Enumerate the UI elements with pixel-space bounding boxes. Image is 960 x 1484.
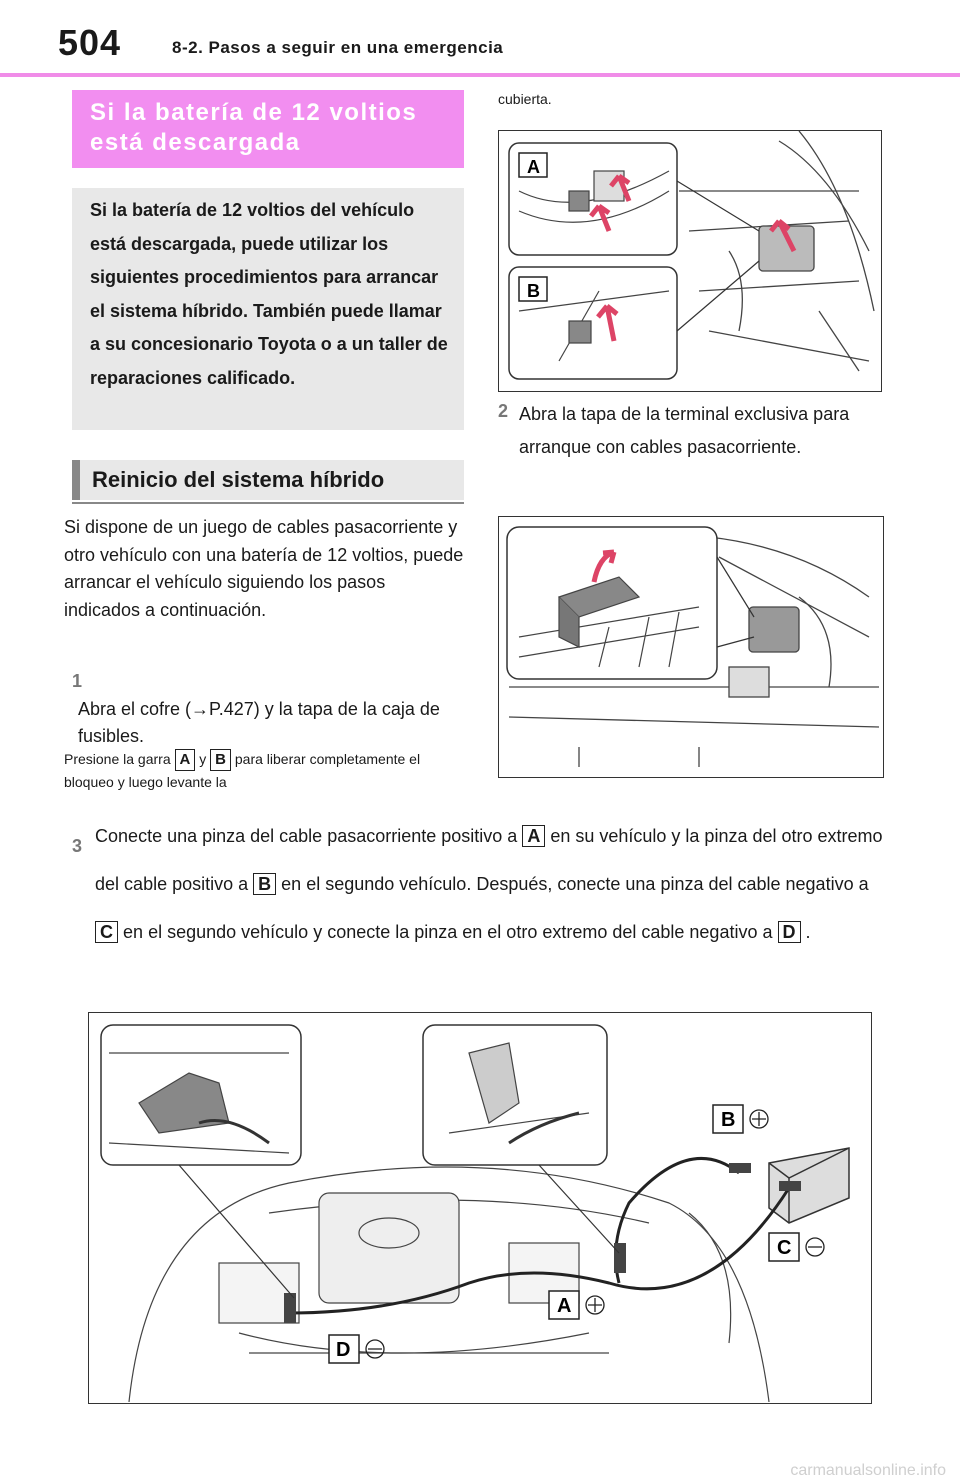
step-1-number: 1	[72, 671, 83, 691]
callout-c-letter: C	[777, 1237, 791, 1259]
fusebox-illustration: A B	[508, 130, 875, 380]
callout-b-letter: B	[721, 1109, 735, 1131]
note-1-mid: y	[199, 751, 207, 767]
step-3-part2: en su vehículo y la pinza del otro extre…	[95, 826, 883, 894]
figure-jump-connection: B C A D	[88, 1012, 872, 1404]
callout-b-box	[518, 276, 548, 302]
step-3-part1: Conecte una pinza del cable pasacorrient…	[95, 826, 518, 846]
step-1: 1 Abra el cofre (→P.427) y la tapa de la…	[72, 668, 464, 751]
subsection-title: Reinicio del sistema híbrido	[92, 467, 385, 492]
label-b: B	[253, 873, 277, 895]
second-vehicle-battery	[768, 1147, 850, 1224]
step-3-part3: en el segundo vehículo. Después, conecte…	[281, 874, 869, 894]
step-1-text: Abra el cofre (→P.427) y la tapa de la c…	[78, 698, 440, 747]
page-number: 504	[58, 22, 122, 63]
plus-icon	[749, 1109, 769, 1129]
label-a: A	[174, 749, 196, 771]
callout-c-box	[768, 1232, 800, 1262]
header-rule	[0, 73, 960, 77]
label-a: A	[522, 825, 546, 847]
chapter-heading: Si la batería de 12 voltios está descarg…	[90, 99, 418, 156]
callout-a-letter: A	[527, 157, 540, 177]
step-3: 3 Conecte una pinza del cable pasacorrie…	[72, 822, 902, 956]
callout-b-letter: B	[527, 281, 540, 301]
note-1-continuation: cubierta.	[498, 91, 552, 107]
plus-icon	[585, 1295, 605, 1315]
callout-d-box	[328, 1334, 360, 1364]
jump-connection-illustration: B C A D	[100, 1024, 850, 1403]
step-2-text: Abra la tapa de la terminal exclusiva pa…	[519, 404, 850, 457]
watermark: carmanualsonline.info	[790, 1462, 946, 1479]
note-1: Presione la garra A y B para liberar com…	[64, 748, 464, 793]
subsection-rule	[72, 502, 464, 504]
note-1-part2: para liberar completamente el bloqueo y …	[64, 751, 421, 790]
step-2-number: 2	[498, 401, 509, 421]
note-1-part1: Presione la garra	[64, 751, 171, 767]
minus-icon	[805, 1237, 825, 1257]
figure-terminal-cover	[498, 516, 884, 778]
step-3-text: Conecte una pinza del cable pasacorrient…	[95, 812, 885, 956]
minus-icon	[365, 1339, 385, 1359]
step-2: 2 Abra la tapa de la terminal exclusiva …	[498, 398, 888, 464]
callout-a-box	[548, 1290, 580, 1320]
callout-a-letter: A	[557, 1295, 571, 1317]
label-b: B	[210, 749, 231, 771]
section-title: 8-2. Pasos a seguir en una emergencia	[172, 38, 504, 57]
step-3-number: 3	[72, 836, 83, 856]
intro-text: Si la batería de 12 voltios del vehículo…	[90, 200, 448, 388]
step-3-part5: .	[805, 922, 811, 942]
label-d: D	[777, 921, 801, 943]
paragraph-intro: Si dispone de un juego de cables pasacor…	[64, 517, 464, 620]
figure-fusebox: A B	[498, 130, 882, 392]
callout-d-letter: D	[336, 1339, 350, 1361]
callout-a-box	[518, 152, 548, 178]
pink-title-box	[72, 90, 464, 168]
label-c: C	[95, 921, 119, 943]
step-3-part4: en el segundo vehículo y conecte la pinz…	[123, 922, 773, 942]
callout-b-box	[712, 1104, 744, 1134]
intro-box	[72, 188, 464, 430]
subsection-box	[72, 460, 464, 500]
terminal-cover-illustration	[506, 526, 880, 767]
